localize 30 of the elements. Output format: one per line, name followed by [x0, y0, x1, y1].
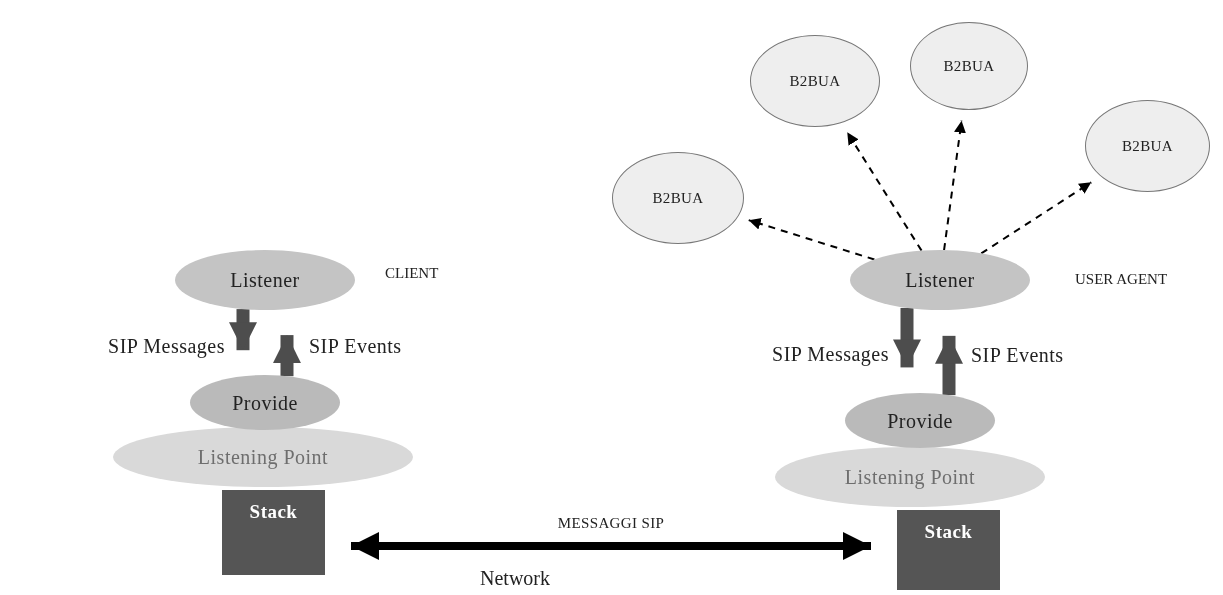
node-label: B2BUA: [943, 56, 995, 76]
text-label: CLIENT: [385, 264, 439, 283]
node-label: Listening Point: [844, 465, 976, 491]
block-arrow: [229, 309, 257, 351]
dashed-arrow: [980, 181, 1093, 255]
stack-box: [222, 490, 325, 575]
block-arrow: [893, 307, 921, 368]
node-label: Listener: [230, 268, 300, 293]
text-label: USER AGENT: [1075, 270, 1168, 289]
node-label: Provide: [232, 390, 298, 416]
node-label: B2BUA: [1121, 136, 1174, 156]
node-label: B2BUA: [789, 71, 841, 91]
stack-box: [897, 510, 1000, 590]
edge-label: SIP Messages: [108, 333, 225, 360]
text-label: Network: [480, 566, 550, 591]
node-label: Listening Point: [197, 445, 329, 471]
node-label: Listener: [905, 268, 975, 293]
node-label: Stack: [249, 500, 298, 524]
dashed-arrow: [943, 119, 966, 252]
edge-label: SIP Events: [971, 343, 1064, 369]
edge-label: MESSAGGI SIP: [557, 514, 665, 533]
node-label: Provide: [887, 408, 953, 434]
edge-label: SIP Events: [309, 333, 402, 359]
block-arrow: [273, 335, 301, 377]
dashed-arrow: [747, 218, 876, 261]
node-label: B2BUA: [652, 188, 704, 208]
node-label: Stack: [924, 520, 973, 544]
edge-label: SIP Messages: [772, 341, 889, 368]
block-arrow: [935, 335, 963, 396]
dashed-arrow: [846, 131, 923, 252]
